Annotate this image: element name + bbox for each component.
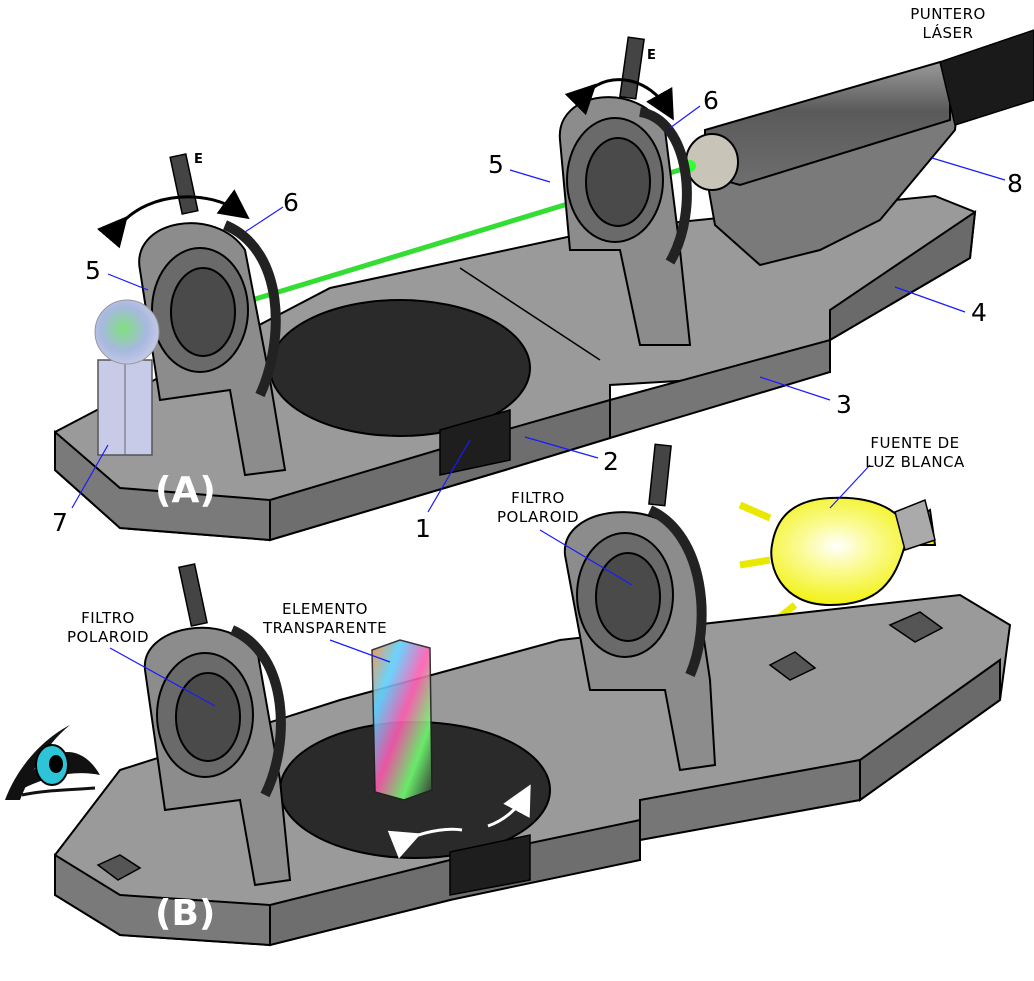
label-4: 4 — [971, 298, 987, 327]
label-3: 3 — [836, 390, 852, 419]
label-5-right: 5 — [488, 150, 504, 179]
setup-b-label: (B) — [155, 893, 216, 934]
bench-a — [54, 29, 1034, 542]
laser-pointer-label: PUNTERO LÁSER — [910, 5, 986, 42]
label-2: 2 — [603, 447, 619, 476]
label-6-right: 6 — [703, 86, 719, 115]
transparent-element-prism — [371, 639, 433, 801]
transparent-element-label: ELEMENTO TRANSPARENTE — [262, 600, 388, 637]
polaroid-right-label: FILTRO POLAROID — [496, 489, 580, 526]
white-light-label: FUENTE DE LUZ BLANCA — [865, 434, 965, 471]
eye-icon — [5, 725, 100, 800]
label-e-left: E — [194, 152, 203, 167]
label-8: 8 — [1007, 169, 1023, 198]
bench-b — [54, 443, 1012, 947]
polaroid-left-label: FILTRO POLAROID — [66, 609, 150, 646]
leader-lines-a — [71, 105, 1006, 513]
label-5-left: 5 — [85, 256, 101, 285]
white-light-bulb — [738, 464, 937, 628]
label-1: 1 — [415, 514, 431, 543]
label-7: 7 — [52, 508, 68, 537]
leader-lines-b — [109, 529, 633, 707]
label-e-right: E — [647, 48, 656, 63]
label-6-left: 6 — [283, 188, 299, 217]
setup-a-label: (A) — [155, 470, 216, 511]
